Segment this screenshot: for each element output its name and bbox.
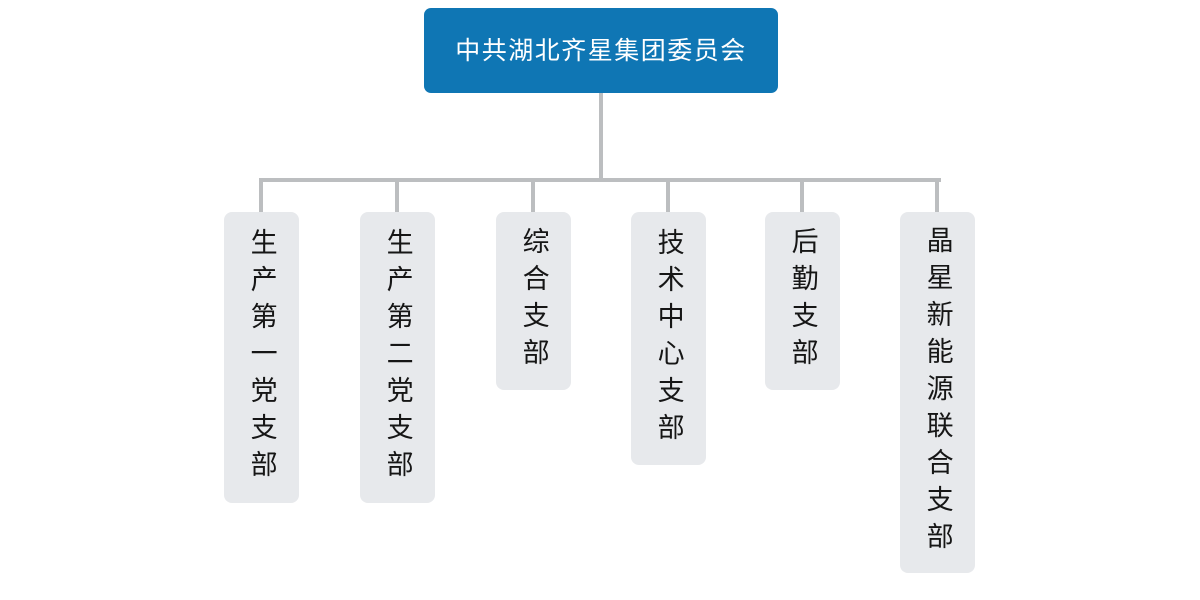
org-node-child-5-label: 后勤支部 [787, 227, 818, 375]
connector-drop-3 [531, 178, 535, 214]
connector-drop-5 [800, 178, 804, 214]
connector-drop-1 [259, 178, 263, 214]
org-node-child-4-label: 技术中心支部 [653, 227, 684, 450]
org-node-child-1[interactable]: 生产第一党支部 [224, 212, 299, 503]
org-node-child-3[interactable]: 综合支部 [496, 212, 571, 390]
org-node-root-label: 中共湖北齐星集团委员会 [455, 36, 747, 65]
org-node-child-6[interactable]: 晶星新能源联合支部 [900, 212, 975, 573]
connector-drop-2 [395, 178, 399, 214]
org-node-child-5[interactable]: 后勤支部 [765, 212, 840, 390]
connector-drop-4 [666, 178, 670, 214]
org-node-child-2-label: 生产第二党支部 [382, 228, 413, 487]
connector-horizontal-bus [259, 178, 941, 182]
org-node-child-6-label: 晶星新能源联合支部 [922, 226, 953, 559]
org-node-child-4[interactable]: 技术中心支部 [631, 212, 706, 465]
connector-root-stem [599, 93, 603, 182]
org-node-child-1-label: 生产第一党支部 [246, 228, 277, 487]
org-node-root[interactable]: 中共湖北齐星集团委员会 [424, 8, 778, 93]
org-node-child-2[interactable]: 生产第二党支部 [360, 212, 435, 503]
connector-drop-6 [935, 178, 939, 214]
org-node-child-3-label: 综合支部 [518, 227, 549, 375]
